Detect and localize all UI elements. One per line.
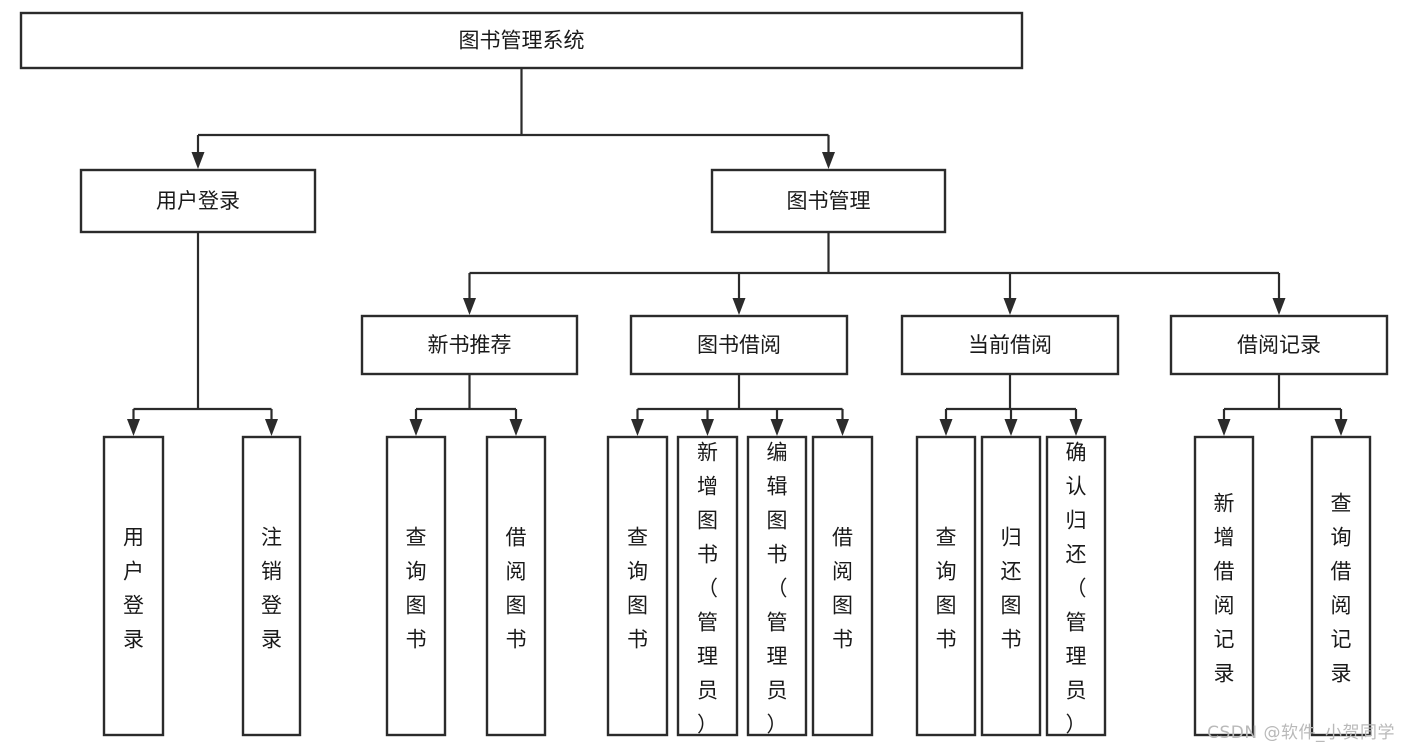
- node-leaf-return-book[interactable]: 归还图书: [980, 435, 1042, 737]
- node-l3-borrow-record[interactable]: 借阅记录: [1169, 314, 1389, 376]
- node-box: [606, 435, 669, 737]
- edge-group-l3_new_book_rec: [409, 374, 523, 436]
- node-leaf-user-login[interactable]: 用户登录: [102, 435, 165, 737]
- node-label: 查询图书: [936, 526, 957, 652]
- node-leaf-query-book-c[interactable]: 查询图书: [915, 435, 977, 737]
- node-box: [980, 435, 1042, 737]
- node-box: [1045, 435, 1107, 737]
- node-box: [915, 435, 977, 737]
- node-box: [710, 168, 947, 234]
- node-box: [485, 435, 547, 737]
- node-box: [1193, 435, 1255, 737]
- node-label: 新增借阅记录: [1214, 492, 1235, 686]
- nodes-layer: 图书管理系统用户登录图书管理新书推荐图书借阅当前借阅借阅记录用户登录注销登录查询…: [19, 11, 1389, 737]
- node-label: 注销登录: [261, 526, 282, 652]
- node-label: 图书借阅: [697, 333, 781, 357]
- node-l2-book-mgmt[interactable]: 图书管理: [710, 168, 947, 234]
- node-leaf-add-book[interactable]: 新增图书（管理员）: [676, 435, 739, 737]
- node-l3-current-borrow[interactable]: 当前借阅: [900, 314, 1120, 376]
- node-label: 新书推荐: [428, 333, 512, 357]
- node-label: 图书管理: [787, 189, 871, 213]
- node-label: 用户登录: [156, 189, 240, 213]
- node-label: 确认归还（管理员）: [1066, 441, 1087, 737]
- node-label: 借阅图书: [506, 526, 527, 652]
- node-label: 借阅记录: [1237, 333, 1321, 357]
- edge-group-l2_user_login: [127, 232, 278, 436]
- node-box: [676, 435, 739, 737]
- node-box: [385, 435, 447, 737]
- node-label: 当前借阅: [968, 333, 1052, 357]
- node-label: 借阅图书: [832, 526, 853, 652]
- node-leaf-edit-book[interactable]: 编辑图书（管理员）: [746, 435, 808, 737]
- node-root[interactable]: 图书管理系统: [19, 11, 1024, 70]
- node-label: 查询图书: [627, 526, 648, 652]
- node-box: [241, 435, 302, 737]
- node-leaf-query-book-a[interactable]: 查询图书: [385, 435, 447, 737]
- node-l2-user-login[interactable]: 用户登录: [79, 168, 317, 234]
- node-box: [900, 314, 1120, 376]
- node-label: 编辑图书（管理员）: [767, 441, 788, 737]
- node-label: 用户登录: [123, 526, 144, 652]
- edge-group-l3_book_borrow: [631, 374, 849, 436]
- node-box: [79, 168, 317, 234]
- edge-group-l3_current_borrow: [939, 374, 1083, 436]
- node-box: [629, 314, 849, 376]
- node-box: [102, 435, 165, 737]
- node-l3-book-borrow[interactable]: 图书借阅: [629, 314, 849, 376]
- watermark-label: CSDN @软件_小贺同学: [1207, 723, 1395, 743]
- node-leaf-logout[interactable]: 注销登录: [241, 435, 302, 737]
- edge-group-l2_book_mgmt: [463, 232, 1286, 315]
- edges-layer: [127, 68, 1348, 436]
- node-box: [746, 435, 808, 737]
- node-label: 归还图书: [1001, 526, 1022, 652]
- node-box: [360, 314, 579, 376]
- node-leaf-query-record[interactable]: 查询借阅记录: [1310, 435, 1372, 737]
- node-leaf-query-book-b[interactable]: 查询图书: [606, 435, 669, 737]
- node-label: 查询借阅记录: [1331, 492, 1352, 686]
- node-label: 图书管理系统: [459, 29, 585, 53]
- node-label: 新增图书（管理员）: [697, 441, 718, 737]
- node-leaf-borrow-book-a[interactable]: 借阅图书: [485, 435, 547, 737]
- node-l3-new-book-rec[interactable]: 新书推荐: [360, 314, 579, 376]
- edge-group-root: [191, 68, 835, 169]
- node-box: [1310, 435, 1372, 737]
- node-leaf-add-record[interactable]: 新增借阅记录: [1193, 435, 1255, 737]
- node-box: [19, 11, 1024, 70]
- node-label: 查询图书: [406, 526, 427, 652]
- node-leaf-confirm-return[interactable]: 确认归还（管理员）: [1045, 435, 1107, 737]
- node-leaf-borrow-book-b[interactable]: 借阅图书: [811, 435, 874, 737]
- node-box: [1169, 314, 1389, 376]
- node-box: [811, 435, 874, 737]
- edge-group-l3_borrow_record: [1217, 374, 1348, 436]
